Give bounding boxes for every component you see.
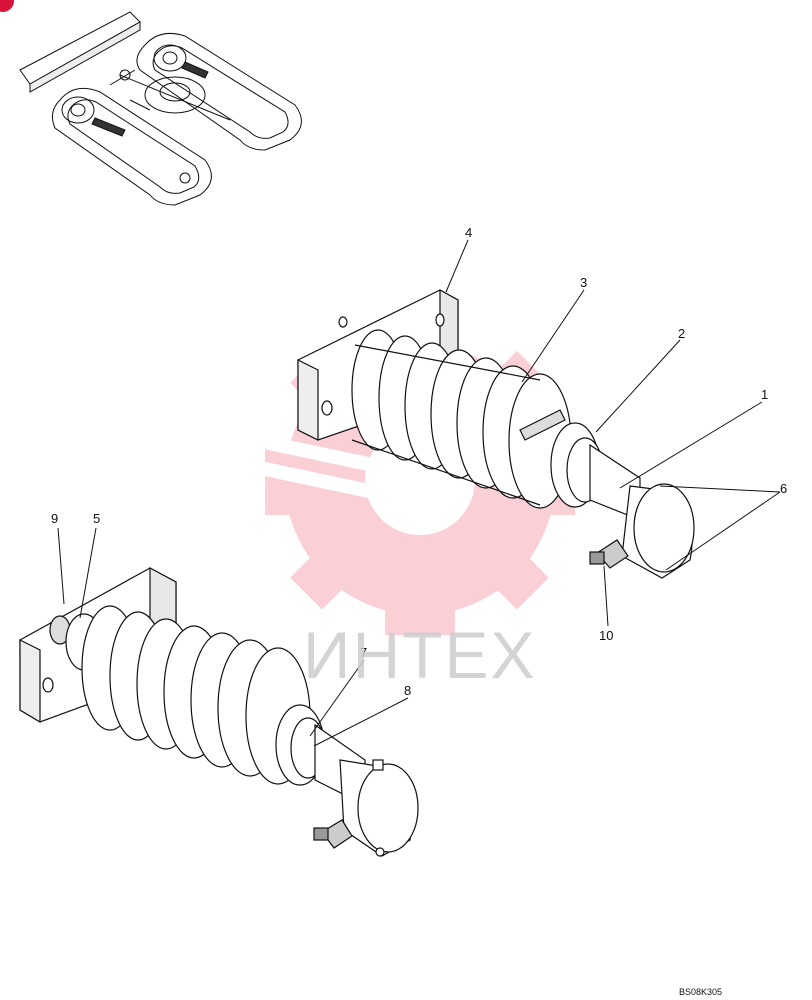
callout-10: 10 [599, 628, 614, 643]
callout-4: 4 [465, 225, 473, 240]
machine-overview-thumbnail [19, 11, 302, 206]
fitting-10 [596, 539, 629, 569]
corner-badge [0, 0, 14, 12]
callout-2: 2 [678, 326, 686, 341]
callout-3: 3 [580, 275, 588, 290]
callout-8: 8 [404, 683, 412, 698]
callout-6: 6 [780, 481, 788, 496]
leader-lines [57, 239, 781, 747]
upper-recoil-spring-assembly [297, 288, 695, 579]
callout-1: 1 [761, 387, 769, 402]
callout-5: 5 [93, 511, 101, 526]
callout-7: 7 [360, 645, 368, 660]
figure-code: BS08K305 [679, 987, 723, 997]
watermark-text: ИНТЕХ [303, 618, 537, 692]
lower-recoil-spring-assembly [19, 566, 419, 857]
lower-spring [81, 605, 311, 785]
callout-9: 9 [51, 511, 59, 526]
